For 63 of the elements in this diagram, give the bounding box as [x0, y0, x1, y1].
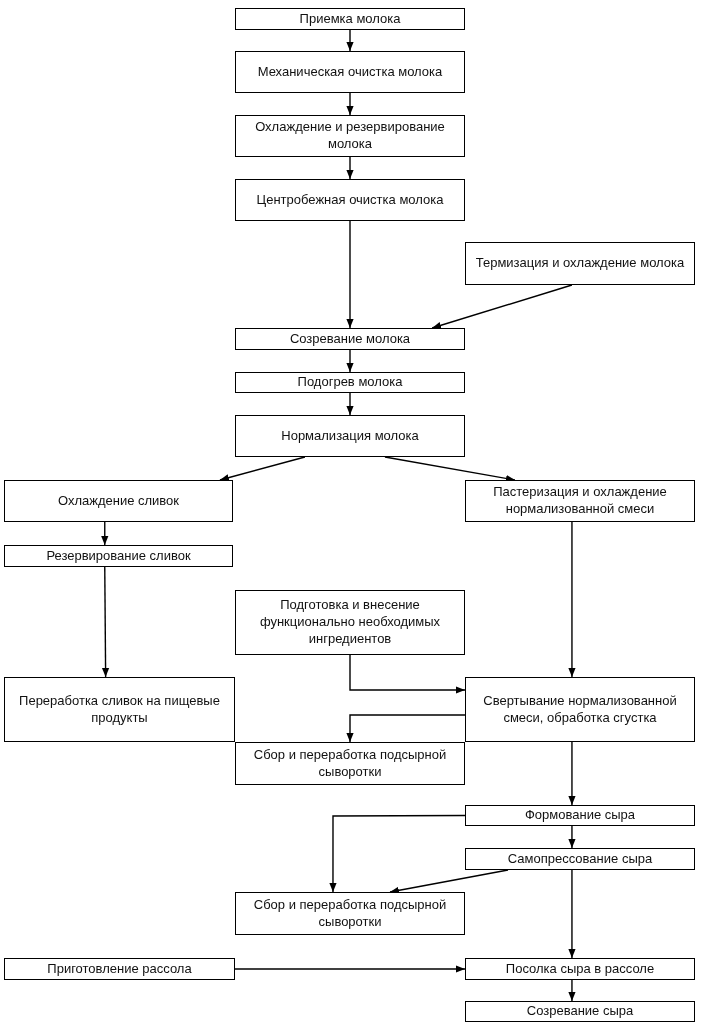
step-label: Сбор и переработка подсырной сыворотки	[252, 746, 448, 781]
arrow	[346, 714, 466, 743]
step-label: Сбор и переработка подсырной сыворотки	[252, 896, 448, 931]
arrow	[329, 814, 466, 893]
step-label: Пастеризация и охлаждение нормализованной смеси	[492, 484, 668, 518]
step-label: Охлаждение сливок	[57, 492, 180, 510]
process-box	[235, 8, 465, 30]
process-box	[4, 480, 233, 522]
step-label: Посолка сыра в рассоле	[505, 960, 655, 978]
process-box	[235, 892, 465, 935]
process-box	[4, 545, 233, 567]
process-box	[465, 677, 695, 742]
arrow	[234, 965, 466, 973]
process-box	[235, 742, 465, 785]
step-label: Самопрессование сыра	[507, 850, 653, 868]
arrow	[346, 29, 354, 52]
arrow	[384, 456, 516, 482]
process-box	[465, 1001, 695, 1022]
arrow	[346, 349, 354, 373]
arrow	[101, 521, 109, 546]
arrow	[101, 566, 110, 678]
step-label: Приемка молока	[299, 10, 401, 28]
process-box	[235, 115, 465, 157]
step-label: Охлаждение и резервирование молока	[254, 119, 446, 153]
arrow	[568, 979, 576, 1002]
process-box	[235, 328, 465, 350]
arrow	[568, 825, 576, 849]
process-box	[4, 958, 235, 980]
arrow	[346, 156, 354, 180]
process-box	[235, 590, 465, 655]
arrow	[568, 869, 576, 959]
step-label: Созревание сыра	[526, 1003, 634, 1020]
step-label: Механическая очистка молока	[257, 63, 443, 81]
arrow	[346, 92, 354, 116]
arrow	[346, 392, 354, 416]
process-box	[235, 179, 465, 221]
step-label: Резервирование сливок	[46, 547, 191, 565]
step-label: Формование сыра	[524, 807, 636, 824]
arrow	[349, 654, 466, 694]
process-box	[4, 677, 235, 742]
process-box	[465, 242, 695, 285]
arrow	[219, 456, 306, 482]
arrow	[568, 521, 576, 678]
arrow	[389, 869, 509, 894]
step-label: Переработка сливок на пищевые продукты	[18, 692, 221, 727]
process-box	[235, 51, 465, 93]
step-label: Центробежная очистка молока	[256, 191, 444, 209]
step-label: Термизация и охлаждение молока	[475, 255, 685, 272]
arrow	[346, 220, 354, 329]
process-box	[235, 372, 465, 393]
step-label: Подготовка и внесение функционально необходимых ингредиентов	[258, 597, 442, 648]
process-box	[235, 415, 465, 457]
process-box	[465, 480, 695, 522]
step-label: Свертывание нормализованной смеси, обработка сгустка	[482, 692, 678, 727]
step-label: Нормализация молока	[281, 427, 419, 445]
process-box	[465, 805, 695, 826]
arrow	[431, 284, 573, 329]
arrow	[568, 741, 576, 806]
step-label: Созревание молока	[289, 330, 411, 348]
process-box	[465, 848, 695, 870]
step-label: Подогрев молока	[297, 374, 403, 391]
step-label: Приготовление рассола	[47, 960, 192, 978]
process-box	[465, 958, 695, 980]
